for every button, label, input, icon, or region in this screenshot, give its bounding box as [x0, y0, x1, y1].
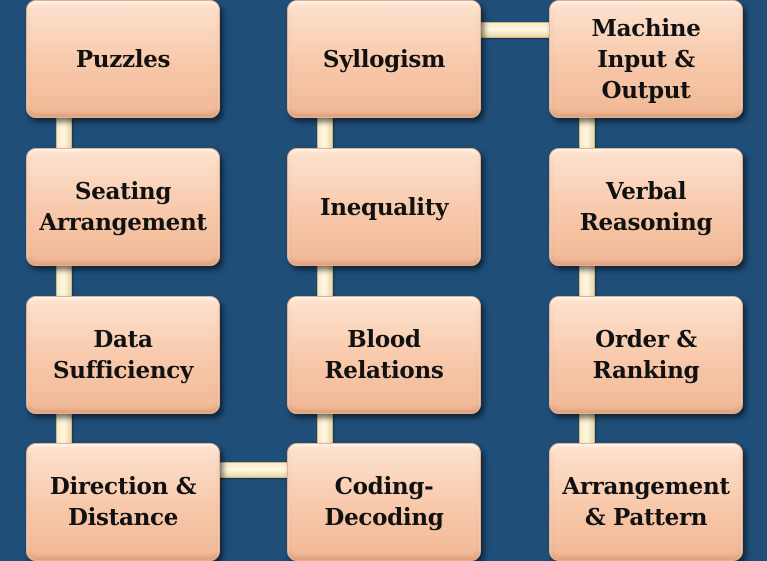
- box-verbal-reasoning[interactable]: Verbal Reasoning: [549, 148, 743, 266]
- box-label: Data Sufficiency: [52, 326, 194, 384]
- box-label: Order & Ranking: [592, 326, 700, 384]
- box-label: Verbal Reasoning: [579, 178, 713, 236]
- box-label: Seating Arrangement: [39, 178, 207, 236]
- box-label: Coding- Decoding: [324, 473, 444, 531]
- box-label: Inequality: [319, 193, 449, 221]
- box-label: Machine Input & Output: [591, 14, 701, 104]
- box-puzzles[interactable]: Puzzles: [26, 0, 220, 118]
- box-coding-decoding[interactable]: Coding- Decoding: [287, 443, 481, 561]
- connector-syllogism-machine: [480, 22, 552, 38]
- box-machine-input-output[interactable]: Machine Input & Output: [549, 0, 743, 118]
- box-order-ranking[interactable]: Order & Ranking: [549, 296, 743, 414]
- box-label: Syllogism: [322, 45, 446, 73]
- box-label: Arrangement & Pattern: [562, 473, 730, 531]
- box-label: Puzzles: [75, 45, 171, 73]
- box-data-sufficiency[interactable]: Data Sufficiency: [26, 296, 220, 414]
- box-inequality[interactable]: Inequality: [287, 148, 481, 266]
- box-label: Blood Relations: [324, 326, 444, 384]
- box-blood-relations[interactable]: Blood Relations: [287, 296, 481, 414]
- connector-direction-coding: [218, 462, 290, 478]
- box-syllogism[interactable]: Syllogism: [287, 0, 481, 118]
- box-arrangement-pattern[interactable]: Arrangement & Pattern: [549, 443, 743, 561]
- box-seating-arrangement[interactable]: Seating Arrangement: [26, 148, 220, 266]
- box-direction-distance[interactable]: Direction & Distance: [26, 443, 220, 561]
- box-label: Direction & Distance: [49, 473, 197, 531]
